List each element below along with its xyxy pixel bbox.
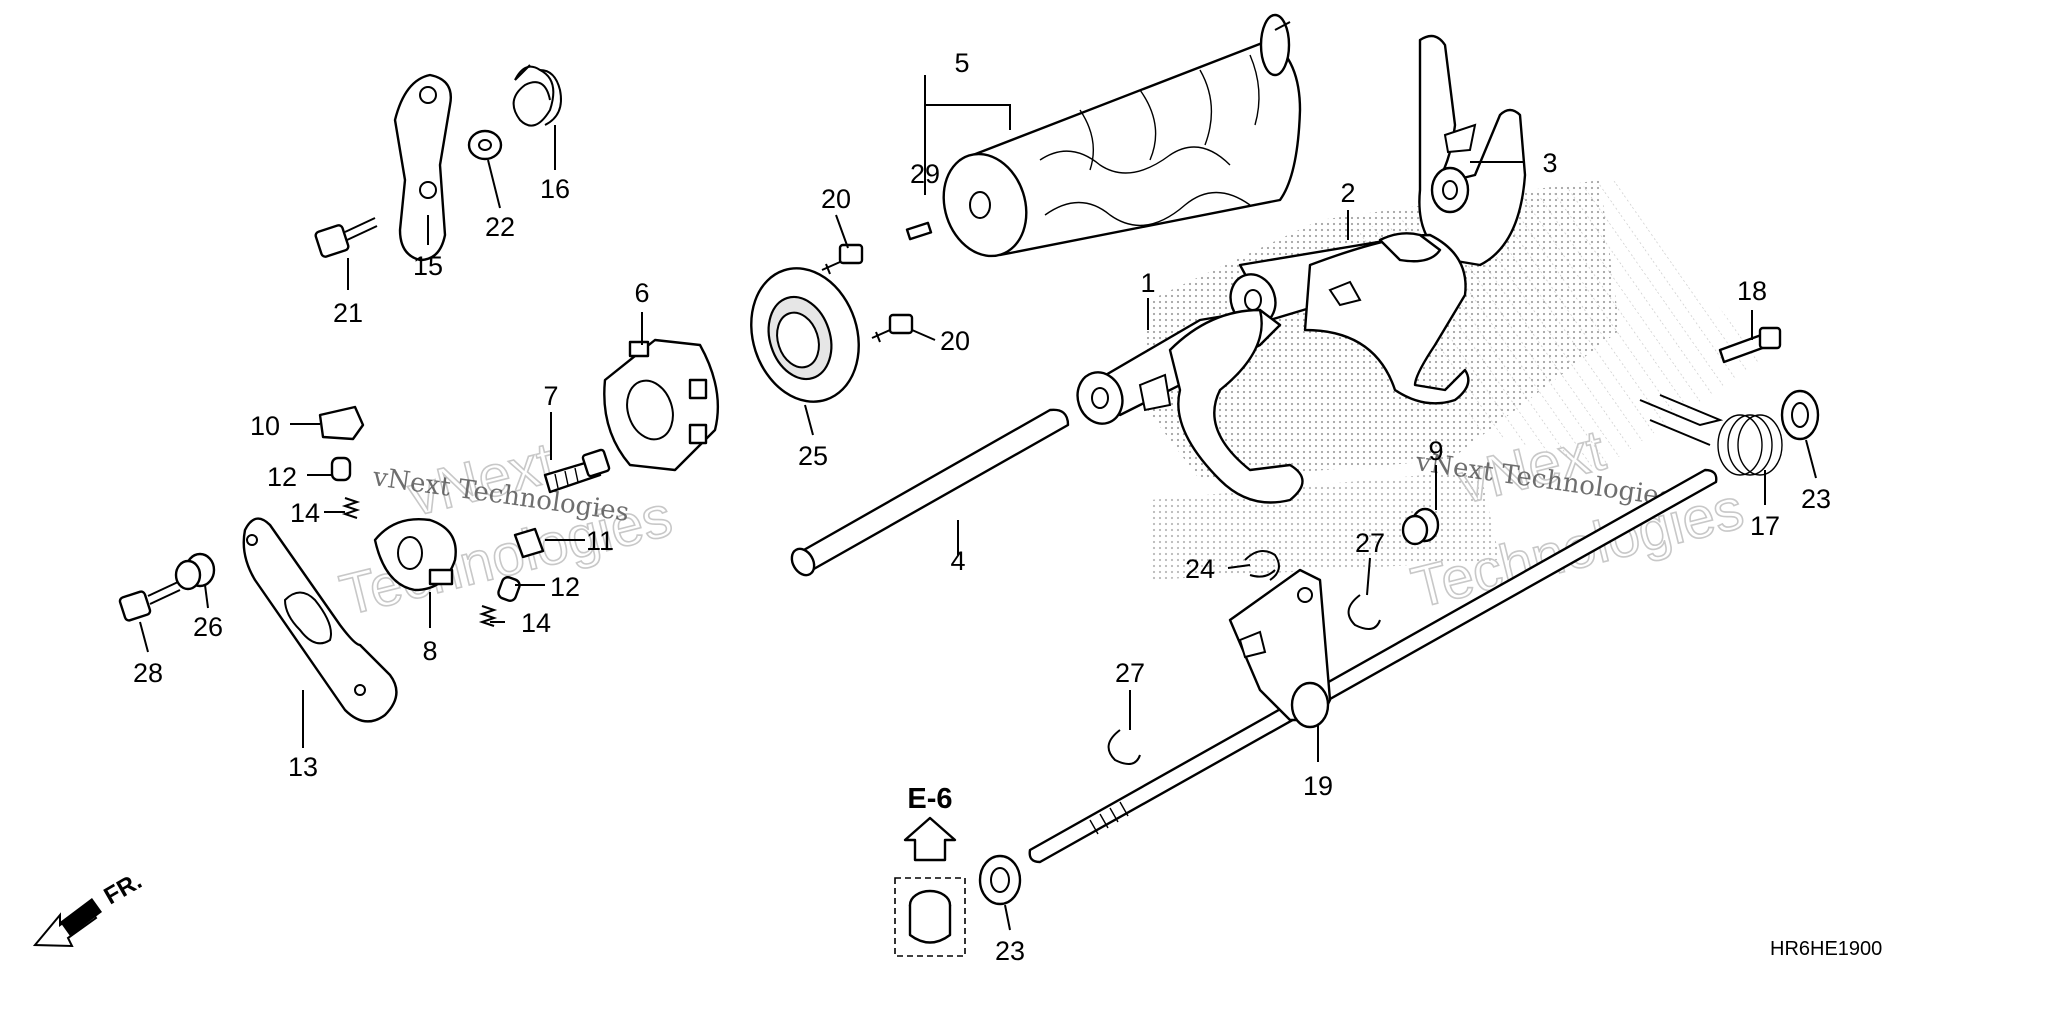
callout-7: 7: [543, 381, 558, 411]
diagram-code: HR6HE1900: [1770, 938, 1882, 960]
reference-label: E-6: [907, 783, 952, 815]
bolt-21: [314, 217, 378, 258]
callout-1: 1: [1140, 268, 1155, 298]
callout-10: 10: [250, 411, 280, 441]
callout-12-lower: 12: [550, 572, 580, 602]
callout-17: 17: [1750, 511, 1780, 541]
circlip-27-upper: [1347, 594, 1381, 630]
callout-13: 13: [288, 752, 318, 782]
callout-14-upper: 14: [290, 498, 320, 528]
seal-9: [1401, 507, 1440, 546]
callout-15: 15: [413, 251, 443, 281]
callout-23-left: 23: [995, 936, 1025, 966]
pin-12-lower: [497, 576, 521, 602]
reference-e6: E-6: [894, 783, 966, 957]
bolt-7: [543, 448, 611, 494]
key-10: [318, 405, 365, 441]
shift-fork-upper: [1418, 34, 1527, 267]
collar-26: [174, 552, 216, 591]
callout-12-upper: 12: [267, 462, 297, 492]
callout-9: 9: [1428, 436, 1443, 466]
callout-20-lower: 20: [940, 326, 970, 356]
callout-18: 18: [1737, 276, 1767, 306]
shift-fork-lower: [1076, 308, 1304, 504]
callout-28: 28: [133, 658, 163, 688]
spring-14-lower: [478, 605, 498, 627]
clip-24: [1244, 550, 1280, 581]
callout-8: 8: [422, 636, 437, 666]
spring-14-upper: [341, 497, 361, 519]
callout-27-lower: 27: [1115, 658, 1145, 688]
callout-29: 29: [910, 159, 940, 189]
callout-22: 22: [485, 212, 515, 242]
bolt-28: [118, 581, 181, 622]
callout-labels: 1 2 3 4 5 6 7 8 9 10 11 12 12 13 14 14 1…: [133, 48, 1831, 966]
washer-22: [467, 129, 503, 161]
bolt-20-lower: [871, 313, 914, 343]
bolt-18: [1718, 326, 1782, 364]
washer-23-left: [978, 854, 1022, 906]
callout-27-upper: 27: [1355, 528, 1385, 558]
spring-17: [1639, 394, 1783, 476]
callout-3: 3: [1542, 148, 1557, 178]
callout-6: 6: [634, 278, 649, 308]
callout-19: 19: [1303, 771, 1333, 801]
shift-fork-middle: [1229, 232, 1470, 405]
pin-12-upper: [330, 456, 352, 482]
callout-23-right: 23: [1801, 484, 1831, 514]
stopper-plate: [373, 518, 457, 592]
drum-pin: [905, 221, 933, 241]
spring-16: [512, 64, 562, 127]
shift-drum: [942, 13, 1302, 258]
shift-cam: [603, 338, 720, 472]
callout-26: 26: [193, 612, 223, 642]
block-11: [513, 527, 545, 559]
front-arrow: FR.: [32, 867, 147, 948]
callout-24: 24: [1185, 554, 1215, 584]
circlip-27-lower: [1107, 729, 1141, 765]
bolt-20-upper: [821, 243, 864, 275]
front-label: FR.: [100, 867, 147, 910]
callout-25: 25: [798, 441, 828, 471]
callout-16: 16: [540, 174, 570, 204]
gearshift-spindle: [1028, 468, 1718, 864]
callout-4: 4: [950, 546, 965, 576]
leader-lines: [139, 75, 1817, 931]
callout-21: 21: [333, 298, 363, 328]
callout-20-upper: 20: [821, 184, 851, 214]
callout-14-lower: 14: [521, 608, 551, 638]
callout-11: 11: [586, 526, 614, 556]
gasket-13: [242, 517, 398, 723]
bearing: [750, 267, 860, 403]
callout-5: 5: [954, 48, 969, 78]
callout-2: 2: [1340, 178, 1355, 208]
plate-15: [393, 73, 452, 262]
fork-shaft: [790, 408, 1070, 577]
washer-23-right: [1780, 389, 1820, 441]
